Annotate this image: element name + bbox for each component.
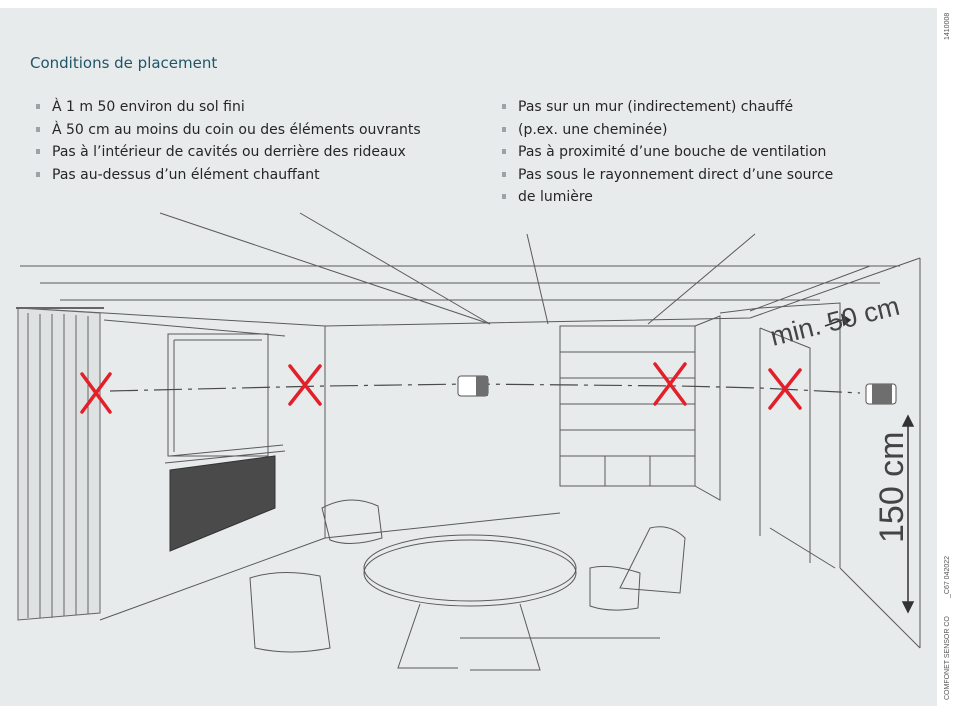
document-code: _C67 042022 xyxy=(944,556,951,598)
forbidden-cross-icon xyxy=(655,364,685,404)
manufacturer-label: COMFONET SENSOR CO xyxy=(944,616,951,700)
forbidden-cross-icon xyxy=(290,366,320,404)
reference-code: 1410008 xyxy=(944,13,951,40)
height-label: 150 cm xyxy=(873,432,911,544)
diagram-panel: Conditions de placement À 1 m 50 environ… xyxy=(0,8,937,706)
room-illustration: min. 50 cm 150 cm xyxy=(0,8,937,706)
room-sensor-icon xyxy=(866,384,896,404)
room-sensor-icon xyxy=(458,376,488,396)
